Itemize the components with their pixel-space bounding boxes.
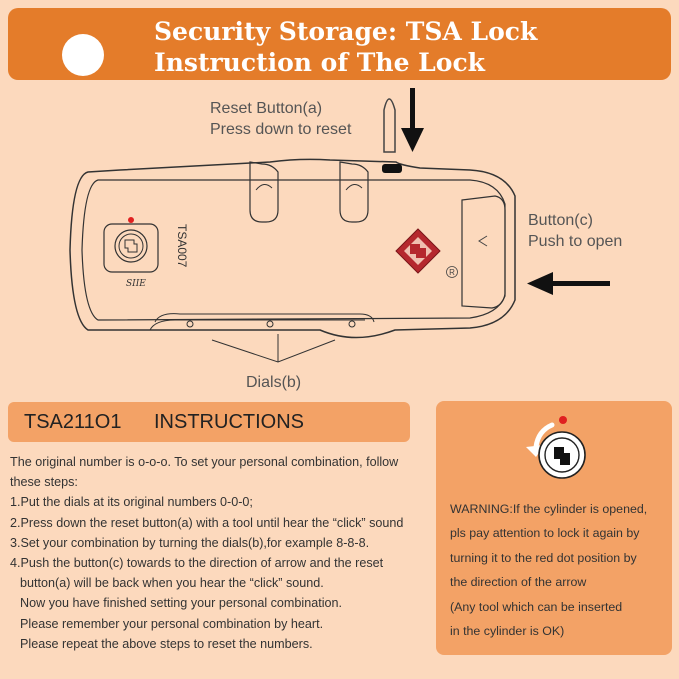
step-4-line-5: Please repeat the above steps to reset t… [20, 636, 313, 651]
left-arrow-icon [527, 272, 610, 295]
button-c-line-2: Push to open [528, 233, 623, 250]
step-4-line-3: Now you have finished setting your perso… [20, 596, 343, 611]
step-2: 2.Press down the reset button(a) with a … [10, 515, 404, 530]
reset-tool-icon [383, 98, 396, 153]
title-line-1: Security Storage: TSA Lock [154, 17, 538, 46]
instructions-header: TSA211O1 INSTRUCTIONS [8, 402, 410, 442]
warning-line-4: the direction of the arrow [450, 575, 587, 590]
button-c-line-1: Button(c) [528, 212, 593, 229]
step-3: 3.Set your combination by turning the di… [10, 535, 370, 550]
step-4-line-2: button(a) will be back when you hear the… [20, 576, 324, 591]
dials-label: Dials(b) [246, 374, 302, 391]
warning-line-1: WARNING:If the cylinder is opened, [450, 502, 648, 516]
header-dot-icon [62, 34, 104, 76]
registered-icon [446, 266, 458, 278]
warning-line-6: in the cylinder is OK) [450, 624, 565, 639]
title-line-2: Instruction of The Lock [154, 48, 485, 77]
dials-pointer-lines [211, 334, 336, 363]
reset-label-line-2: Press down to reset [210, 121, 352, 138]
warning-text: WARNING:If the cylinder is opened, pls p… [450, 497, 666, 643]
cylinder-keyhole-icon [103, 223, 159, 273]
down-arrow-icon [401, 88, 424, 152]
reset-label-line-1: Reset Button(a) [210, 100, 323, 117]
cylinder-rotate-icon [526, 416, 586, 479]
step-4-line-4: Please remember your personal combinatio… [20, 616, 324, 631]
step-1: 1.Put the dials at its original numbers … [10, 495, 253, 510]
intro-line-2: these steps: [10, 475, 78, 490]
tsa-lock-body [69, 158, 516, 339]
model-code: TSA211O1 [24, 411, 122, 433]
step-4-line-1: 4.Push the button(c) towards to the dire… [10, 556, 384, 571]
warning-panel: WARNING:If the cylinder is opened, pls p… [436, 401, 672, 655]
warning-line-2: pls pay attention to lock it again by [450, 526, 640, 541]
warning-line-5: (Any tool which can be inserted [450, 599, 623, 614]
intro-line-1: The original number is o-o-o. To set you… [10, 455, 399, 469]
button-c-label: Button(c) Push to open [528, 210, 622, 252]
red-dot-icon [128, 217, 134, 223]
model-label: TSA007 [175, 224, 189, 268]
header-banner: Security Storage: TSA Lock Instruction o… [8, 8, 671, 80]
lock-diagram: SIIE TSA007 R [69, 88, 610, 363]
reset-button-label: Reset Button(a) Press down to reset [210, 98, 351, 140]
instructions-title: INSTRUCTIONS [154, 411, 304, 433]
warning-line-3: turning it to the red dot position by [450, 550, 637, 565]
tsa-logo-icon [395, 228, 441, 274]
page-title: Security Storage: TSA Lock Instruction o… [154, 16, 537, 78]
instructions-body: The original number is o-o-o. To set you… [10, 452, 430, 654]
brand-mark: SIIE [126, 279, 146, 289]
registered-mark: R [449, 268, 455, 277]
